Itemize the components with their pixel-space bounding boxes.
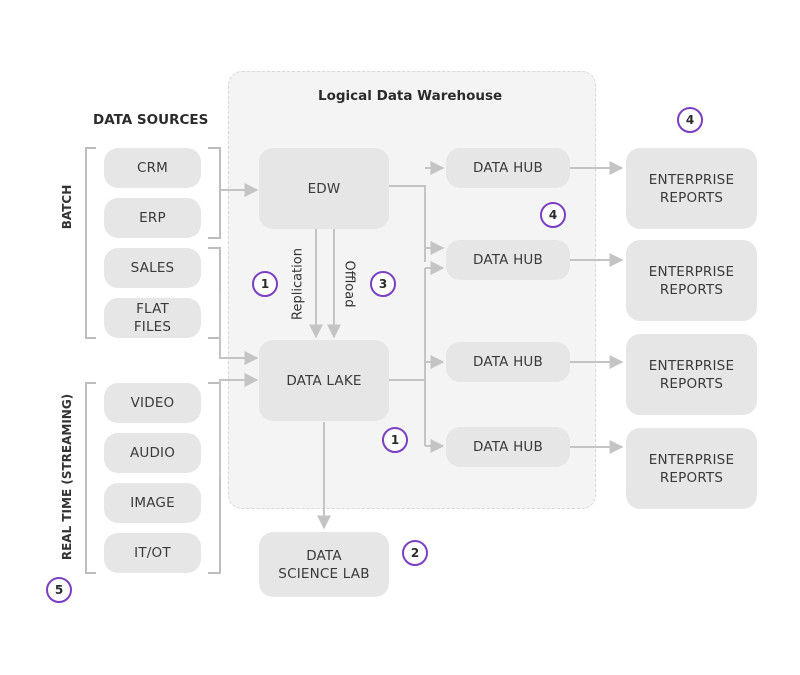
offload-label: Offload: [341, 260, 357, 308]
data-lake-node: DATA LAKE: [259, 340, 389, 421]
replication-label: Replication: [290, 248, 306, 320]
replication-step-badge: 1: [252, 271, 278, 297]
crm-erp-right-bracket: [208, 147, 221, 239]
video-source: VIDEO: [104, 383, 201, 423]
warehouse-title: Logical Data Warehouse: [318, 88, 503, 104]
data-science-lab-node: DATA SCIENCE LAB: [259, 532, 389, 597]
streaming-right-bracket: [208, 382, 221, 574]
enterprise-reports-1: ENTERPRISE REPORTS: [626, 148, 757, 229]
reports-step-badge: 4: [677, 107, 703, 133]
audio-source: AUDIO: [104, 433, 201, 473]
sales-flat-right-bracket: [208, 247, 221, 339]
batch-left-bracket: [85, 147, 96, 339]
data-hub-4: DATA HUB: [446, 427, 570, 467]
batch-group-label: BATCH: [60, 184, 74, 230]
streaming-step-badge: 5: [46, 577, 72, 603]
hubs-step-badge: 4: [540, 202, 566, 228]
flow-arrows: [219, 161, 624, 530]
arrow-files-to-lake: [219, 293, 259, 365]
flat-files-source: FLAT FILES: [104, 298, 201, 338]
crm-source: CRM: [104, 148, 201, 188]
arrow-streaming-to-lake: [219, 373, 259, 478]
enterprise-reports-3: ENTERPRISE REPORTS: [626, 334, 757, 415]
realtime-group-label: REAL TIME (STREAMING): [60, 393, 74, 561]
erp-source: ERP: [104, 198, 201, 238]
data-hub-3: DATA HUB: [446, 342, 570, 382]
data-hub-2: DATA HUB: [446, 240, 570, 280]
data-sources-title: DATA SOURCES: [93, 112, 209, 128]
data-hub-1: DATA HUB: [446, 148, 570, 188]
offload-step-badge: 3: [370, 271, 396, 297]
sales-source: SALES: [104, 248, 201, 288]
image-source: IMAGE: [104, 483, 201, 523]
itot-source: IT/OT: [104, 533, 201, 573]
realtime-left-bracket: [85, 382, 96, 574]
lake-hubs-step-badge: 1: [382, 427, 408, 453]
science-lab-step-badge: 2: [402, 540, 428, 566]
edw-node: EDW: [259, 148, 389, 229]
edw-hub-spine: [389, 185, 426, 262]
enterprise-reports-4: ENTERPRISE REPORTS: [626, 428, 757, 509]
enterprise-reports-2: ENTERPRISE REPORTS: [626, 240, 757, 321]
